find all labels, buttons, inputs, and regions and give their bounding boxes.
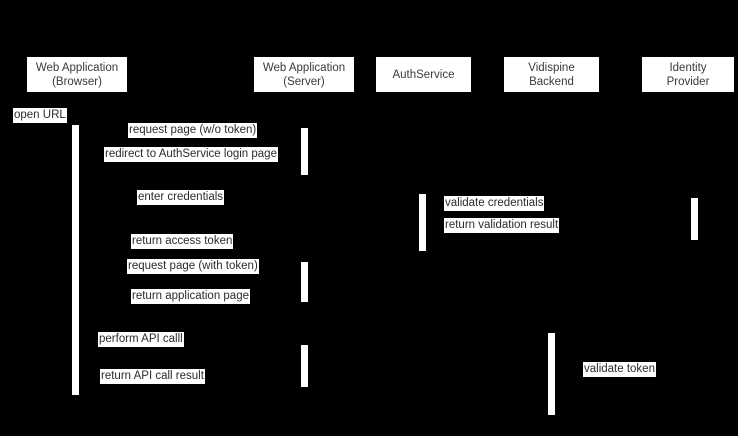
activation-bar-server xyxy=(301,345,308,387)
message-arrow-m5 xyxy=(426,210,691,211)
message-arrowhead-m3 xyxy=(79,158,85,164)
message-label-m8: request page (with token) xyxy=(127,259,259,274)
participant-label: AuthService xyxy=(392,68,455,81)
activation-bar-server xyxy=(301,262,308,302)
participant-browser[interactable]: Web Application (Browser) xyxy=(26,56,128,93)
activation-bar-server xyxy=(301,128,308,175)
message-arrowhead-m10 xyxy=(295,343,301,349)
message-arrowhead-m8 xyxy=(295,270,301,276)
lifeline-auth xyxy=(423,93,424,428)
message-label-m4: enter credentials xyxy=(137,190,225,205)
message-label-m9: return application page xyxy=(131,289,250,304)
message-label-m5: validate credentials xyxy=(444,196,545,211)
message-arrowhead-m5 xyxy=(685,207,691,213)
lifeline-server xyxy=(304,93,305,428)
message-arrowhead-m4 xyxy=(413,201,419,207)
activation-bar-browser xyxy=(72,125,79,395)
participant-label: Web Application (Browser) xyxy=(35,61,119,88)
message-arrowhead-m6 xyxy=(426,229,432,235)
message-arrow-m10 xyxy=(79,346,301,347)
message-label-m3: redirect to AuthService login page xyxy=(104,147,278,162)
participant-identity[interactable]: Identity Provider xyxy=(641,56,735,93)
message-label-m10: perform API calll xyxy=(98,332,184,347)
participant-auth[interactable]: AuthService xyxy=(375,56,472,93)
message-arrowhead-m1 xyxy=(71,119,77,125)
message-label-m2: request page (w/o token) xyxy=(128,123,258,138)
participant-label: Identity Provider xyxy=(666,61,710,88)
message-arrow-m4 xyxy=(79,204,419,205)
message-arrowhead-m2 xyxy=(295,134,301,140)
message-arrowhead-m11 xyxy=(685,373,691,379)
message-label-m12: return API call result xyxy=(100,369,205,384)
lifeline-vidispine xyxy=(551,93,552,428)
participant-label: Web Application (Server) xyxy=(262,61,346,88)
message-arrowhead-m12 xyxy=(79,380,85,386)
activation-bar-identity xyxy=(691,198,698,240)
participant-label: Vidispine Backend xyxy=(528,61,575,88)
activation-bar-vidispine xyxy=(548,333,555,415)
lifeline-identity xyxy=(694,93,695,428)
message-label-m1: open URL xyxy=(13,108,67,123)
message-arrowhead-m9 xyxy=(79,300,85,306)
message-label-m6: return validation result xyxy=(444,218,560,233)
participant-server[interactable]: Web Application (Server) xyxy=(253,56,355,93)
message-label-m11: validate token xyxy=(583,362,656,377)
activation-bar-auth xyxy=(419,194,426,251)
message-arrow-m7 xyxy=(79,248,419,249)
message-label-m7: return access token xyxy=(131,234,234,249)
message-arrowhead-m7 xyxy=(79,245,85,251)
participant-vidispine[interactable]: Vidispine Backend xyxy=(503,56,600,93)
